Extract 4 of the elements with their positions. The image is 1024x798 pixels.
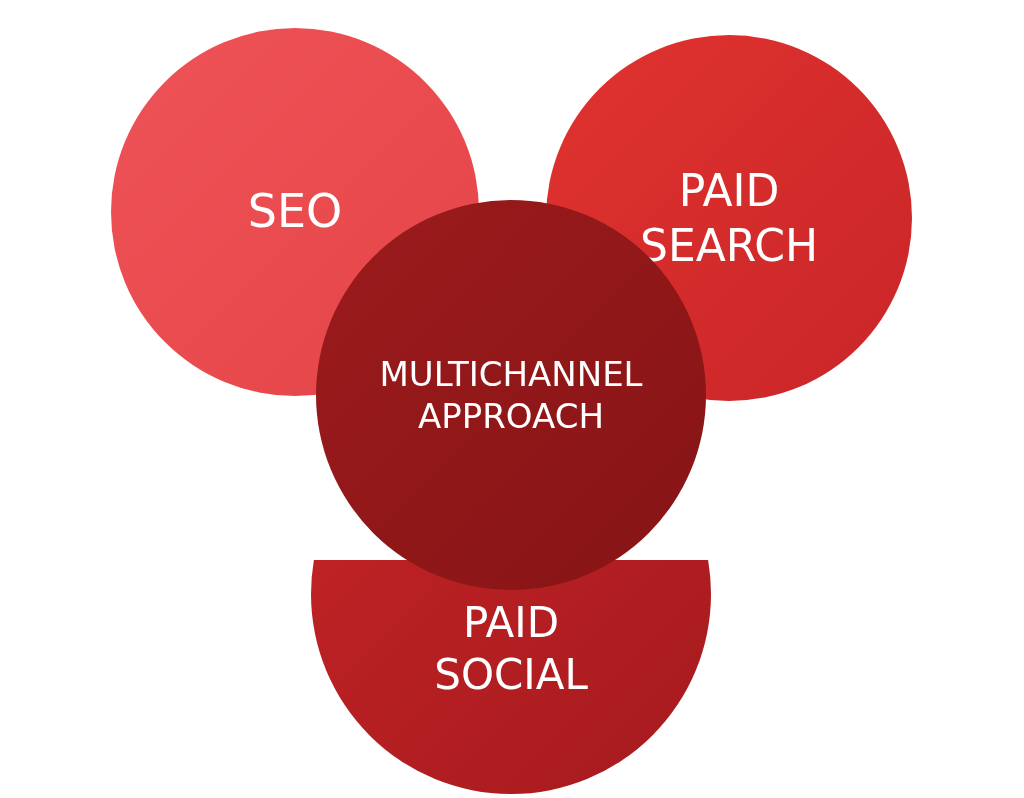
circle-label: MULTICHANNEL APPROACH (378, 352, 644, 438)
circle-label: PAID SOCIAL (433, 596, 589, 701)
circle-label: SEO (246, 183, 344, 241)
circle-label: PAID SEARCH (639, 164, 819, 273)
